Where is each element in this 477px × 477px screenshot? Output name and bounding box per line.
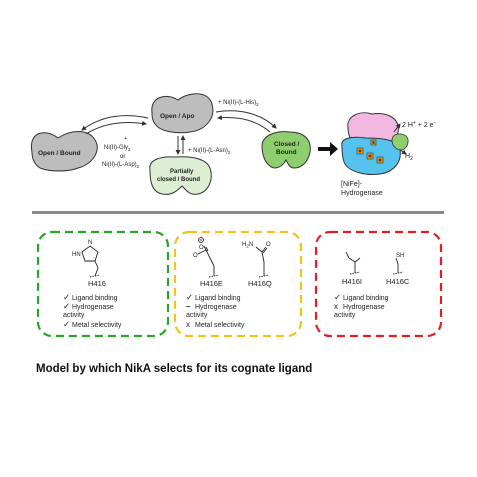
figure-caption: Model by which NikA selects for its cogn… bbox=[36, 363, 312, 375]
histidine-structure bbox=[81, 245, 101, 278]
glutamate-structure bbox=[197, 237, 220, 278]
his-n-label: N bbox=[88, 240, 92, 246]
hydrogenase-label-2: Hydrogenase bbox=[341, 190, 383, 197]
dash-icon: – bbox=[186, 302, 191, 311]
panel-ile-cys: H416I SH H416C ✓ Ligand binding x Hydrog… bbox=[314, 230, 443, 338]
arrow-to-hydrogenase bbox=[318, 142, 338, 156]
cross-icon: x bbox=[186, 320, 190, 329]
open-bound-protein: Open / Bound bbox=[30, 131, 98, 172]
property-metal-selectivity: Metal selectivity bbox=[72, 322, 122, 329]
open-apo-protein: Open / Apo bbox=[151, 93, 214, 134]
property-activity: activity bbox=[63, 312, 85, 319]
ligand-asp-label: Ni(II)-(L-Asp)2 bbox=[102, 162, 140, 169]
panel-2-properties: ✓ Ligand binding – Hydrogenase activity … bbox=[186, 292, 245, 329]
gln-o-label: O bbox=[266, 242, 271, 248]
cys-sh-label: SH bbox=[396, 253, 404, 259]
partially-closed-protein: Partially closed / Bound bbox=[149, 156, 212, 195]
nife-hydrogenase: 2 H+ + 2 e− H2 [NiFe]- Hydrogenase bbox=[341, 112, 437, 197]
glu-o-label: O bbox=[199, 245, 204, 251]
property-activity: activity bbox=[186, 312, 208, 319]
mutant-label-h416i: H416I bbox=[342, 277, 362, 286]
partially-closed-label-1: Partially bbox=[170, 169, 194, 175]
hydrogenase-label-1: [NiFe]- bbox=[341, 181, 363, 188]
section-divider bbox=[32, 211, 444, 214]
partially-closed-label-2: closed / Bound bbox=[157, 177, 200, 183]
property-activity: activity bbox=[334, 312, 356, 319]
closed-bound-label-1: Closed / bbox=[274, 141, 299, 148]
panel-his-wildtype: HN N H416 ✓ Ligand binding ✓ Hydrogenase… bbox=[36, 230, 170, 338]
property-ligand-binding: Ligand binding bbox=[343, 295, 389, 302]
ligand-gly-label: Ni(II)-Gly2 bbox=[104, 145, 131, 152]
cross-icon: x bbox=[334, 302, 338, 311]
property-hydrogenase: Hydrogenase bbox=[72, 304, 114, 311]
panel-1-properties: ✓ Ligand binding ✓ Hydrogenase activity … bbox=[63, 292, 122, 329]
mutant-label-h416q: H416Q bbox=[248, 279, 272, 288]
hydrogenase-reaction: 2 H+ + 2 e− bbox=[402, 120, 437, 129]
glutamine-structure bbox=[255, 246, 270, 278]
check-icon: ✓ bbox=[334, 292, 341, 302]
closed-bound-label-2: Bound bbox=[276, 149, 297, 156]
open-bound-label: Open / Bound bbox=[38, 150, 81, 157]
property-hydrogenase: Hydrogenase bbox=[343, 304, 385, 311]
arrow-apo-to-partial bbox=[175, 135, 186, 155]
property-ligand-binding: Ligand binding bbox=[72, 295, 118, 302]
gln-h2n-label: H2N bbox=[242, 242, 253, 249]
ligand-or-label: or bbox=[120, 154, 125, 160]
arrow-apo-to-closed bbox=[215, 110, 277, 133]
his-nh-label: HN bbox=[72, 252, 81, 258]
mutant-label-h416c: H416C bbox=[386, 277, 410, 286]
conformation-scheme: Open / Bound Open / Apo Partially closed… bbox=[30, 93, 437, 197]
check-icon: ✓ bbox=[63, 319, 70, 329]
fes-cluster-icons bbox=[356, 139, 384, 164]
property-hydrogenase: Hydrogenase bbox=[195, 304, 237, 311]
property-ligand-binding: Ligand binding bbox=[195, 295, 241, 302]
isoleucine-structure bbox=[345, 251, 361, 275]
mutant-label-h416: H416 bbox=[88, 279, 106, 288]
ligand-asn-label: + Ni(II)-(L-Asn)2 bbox=[188, 148, 231, 155]
closed-bound-protein: Closed / Bound bbox=[261, 131, 311, 169]
arrow-apo-to-openbound bbox=[81, 115, 149, 135]
ligand-plus-left: + bbox=[124, 136, 127, 142]
cysteine-structure bbox=[392, 257, 404, 275]
mutant-label-h416e: H416E bbox=[200, 279, 223, 288]
panel-glu-gln: O O H416E H2N O H416Q ✓ Ligand binding –… bbox=[173, 230, 303, 338]
check-icon: ✓ bbox=[186, 292, 193, 302]
open-apo-label: Open / Apo bbox=[160, 113, 194, 120]
h2-label: H2 bbox=[405, 153, 413, 162]
property-metal-selectivity: Metal selectivity bbox=[195, 322, 245, 329]
glu-o2-label: O bbox=[193, 253, 198, 259]
panel-3-properties: ✓ Ligand binding x Hydrogenase activity bbox=[334, 292, 389, 319]
check-icon: ✓ bbox=[63, 292, 70, 302]
check-icon: ✓ bbox=[63, 301, 70, 311]
ligand-his-label: + Ni(II)-(L-His)2 bbox=[218, 100, 259, 107]
